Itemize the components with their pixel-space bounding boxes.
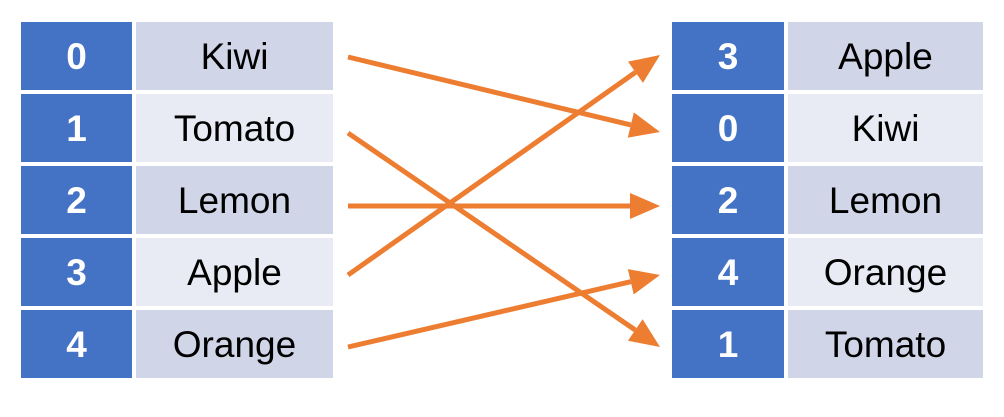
table-row: 0 Kiwi (672, 94, 983, 162)
table-row: 1 Tomato (21, 94, 333, 162)
source-value-4: Orange (136, 310, 333, 378)
source-index-3: 3 (21, 238, 132, 306)
arrow-shaft (347, 279, 632, 350)
source-index-4: 4 (21, 310, 132, 378)
arrow-lemon-to-lemon (348, 193, 660, 219)
arrow-apple-to-apple (346, 55, 660, 278)
target-value-4: Tomato (788, 310, 983, 378)
source-value-2: Lemon (136, 166, 333, 234)
target-index-3: 4 (672, 238, 784, 306)
table-row: 4 Orange (21, 310, 333, 378)
target-index-0: 3 (672, 22, 784, 90)
arrow-shaft (346, 130, 637, 333)
table-row: 1 Tomato (672, 310, 983, 378)
source-value-1: Tomato (136, 94, 333, 162)
source-array-table: 0 Kiwi 1 Tomato 2 Lemon 3 Apple 4 Orange (21, 22, 333, 378)
table-row: 4 Orange (672, 238, 983, 306)
arrow-orange-to-orange (347, 269, 660, 350)
source-index-0: 0 (21, 22, 132, 90)
source-value-3: Apple (136, 238, 333, 306)
arrow-shaft (346, 70, 637, 278)
table-row: 3 Apple (672, 22, 983, 90)
source-index-2: 2 (21, 166, 132, 234)
arrow-head-icon (627, 112, 660, 138)
target-value-2: Lemon (788, 166, 983, 234)
arrow-head-icon (630, 193, 660, 219)
arrow-head-icon (627, 269, 660, 295)
arrow-head-icon (627, 319, 660, 347)
arrow-kiwi-to-kiwi (347, 54, 660, 138)
target-value-0: Apple (788, 22, 983, 90)
target-value-1: Kiwi (788, 94, 983, 162)
target-index-2: 2 (672, 166, 784, 234)
table-row: 0 Kiwi (21, 22, 333, 90)
table-row: 3 Apple (21, 238, 333, 306)
arrow-tomato-to-tomato (346, 130, 660, 347)
target-value-3: Orange (788, 238, 983, 306)
source-value-0: Kiwi (136, 22, 333, 90)
target-array-table: 3 Apple 0 Kiwi 2 Lemon 4 Orange 1 Tomato (672, 22, 983, 378)
target-index-4: 1 (672, 310, 784, 378)
arrow-shaft (347, 54, 632, 128)
table-row: 2 Lemon (672, 166, 983, 234)
table-row: 2 Lemon (21, 166, 333, 234)
arrow-head-icon (627, 55, 660, 83)
source-index-1: 1 (21, 94, 132, 162)
target-index-1: 0 (672, 94, 784, 162)
